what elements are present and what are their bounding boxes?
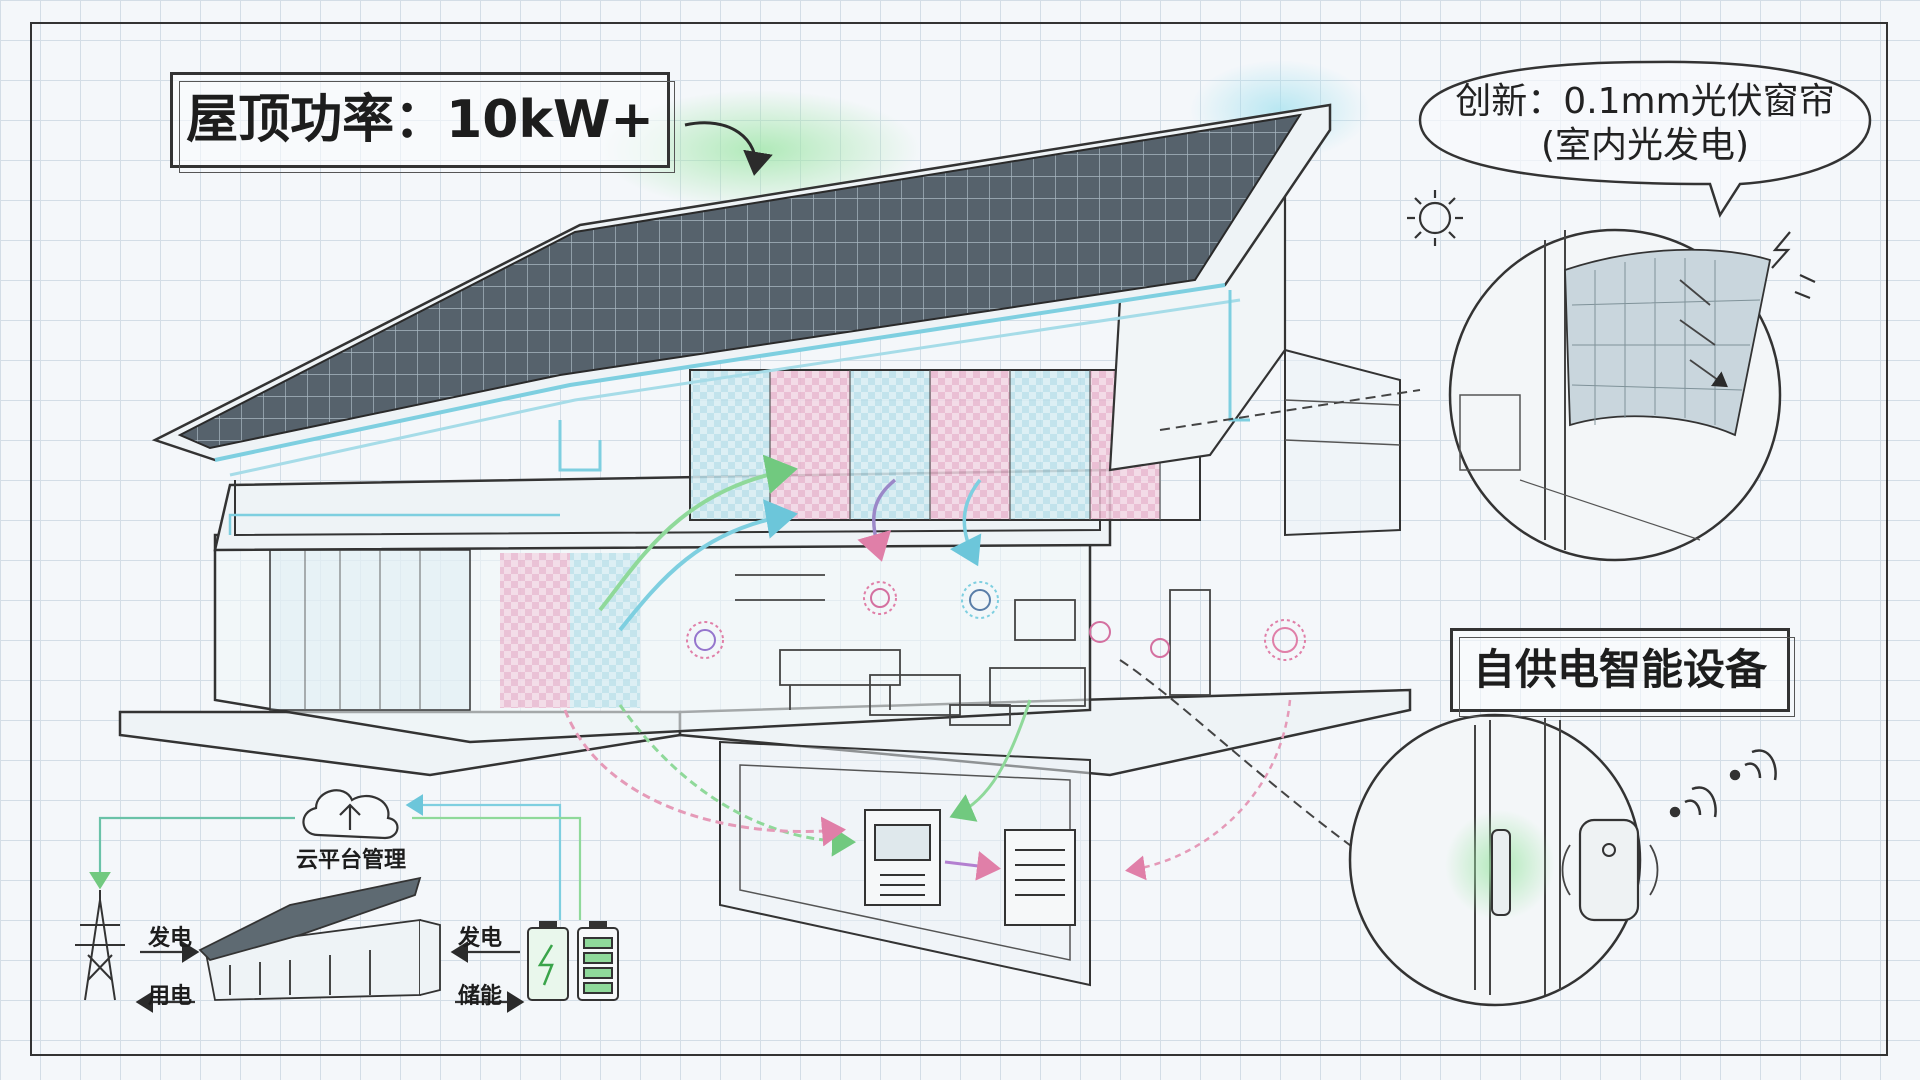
storage-right-label: 储能 — [458, 984, 503, 1009]
mini-house — [198, 876, 441, 1001]
speech-bubble — [1418, 60, 1872, 218]
power-tower-icon — [75, 890, 125, 1001]
mini-flow-lines — [89, 794, 582, 1013]
self-powered-devices-label: 自供电智能设备 — [1450, 628, 1795, 717]
battery-unit — [1004, 829, 1076, 926]
smart-device-icons — [686, 581, 1306, 661]
roof-power-label: 屋顶功率：10kW+ — [170, 72, 675, 173]
curtain-detail-circle — [1448, 228, 1782, 562]
generate-right-label: 发电 — [458, 926, 503, 951]
innovation-line2: (室内光发电) — [1540, 125, 1750, 166]
battery-icon — [527, 921, 619, 1001]
lightning-icon — [1771, 231, 1816, 300]
cloud-upload-icon — [302, 789, 399, 840]
device-detail-circle — [1348, 713, 1659, 1007]
consume-left-label: 用电 — [148, 984, 193, 1009]
wifi-signal-icon — [1669, 749, 1777, 818]
generate-left-label: 发电 — [148, 926, 193, 951]
cloud-management-label: 云平台管理 — [296, 848, 407, 873]
sun-icon — [1407, 190, 1463, 246]
innovation-callout: 创新：0.1mm光伏窗帘 (室内光发电) — [1420, 62, 1870, 184]
inverter-unit — [864, 809, 941, 906]
innovation-line1: 创新：0.1mm光伏窗帘 — [1455, 81, 1835, 122]
